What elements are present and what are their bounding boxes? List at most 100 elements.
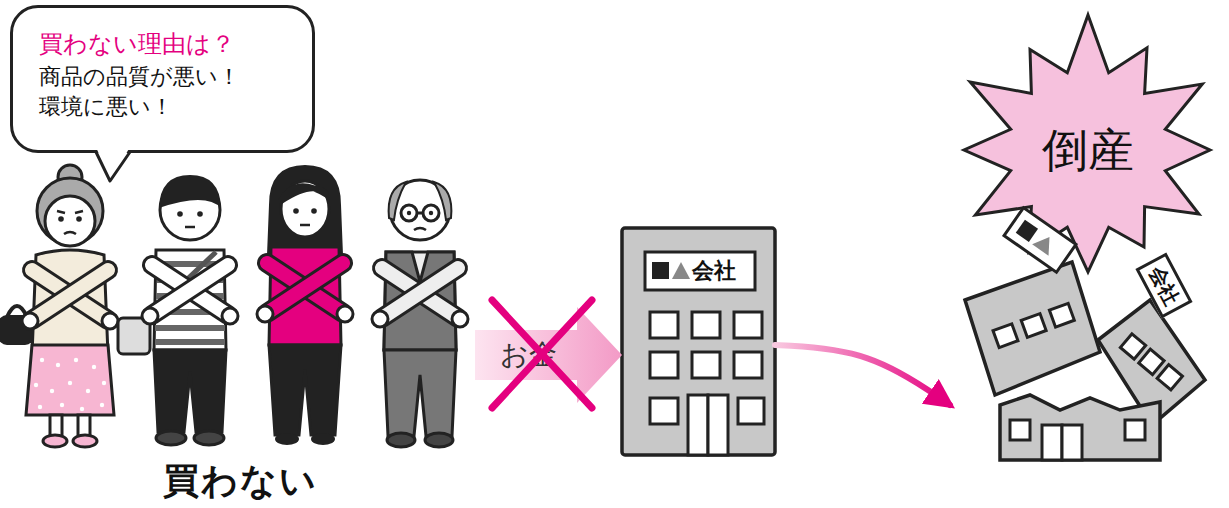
grandma-figure xyxy=(50,389,54,393)
old-man-figure xyxy=(414,228,426,230)
grandma-figure xyxy=(34,358,106,411)
old-man-figure xyxy=(425,433,453,447)
bankruptcy-drawing xyxy=(1021,314,1046,338)
cross-out-mark xyxy=(492,300,592,408)
old-man-figure xyxy=(387,433,415,447)
company-building-drawing xyxy=(738,398,764,424)
bankruptcy-drawing xyxy=(1120,334,1182,390)
old-man-figure xyxy=(429,211,433,215)
woman-figure xyxy=(281,181,329,237)
speech-bubble-tail xyxy=(96,147,130,181)
bankruptcy-drawing xyxy=(1032,231,1058,256)
bubble-body: 商品の品質が悪い！ 環境に悪い！ xyxy=(39,62,299,124)
company-sign: 会社 xyxy=(692,252,736,290)
grandma-figure xyxy=(32,250,108,355)
boy-figure xyxy=(222,308,238,324)
company-building-drawing xyxy=(652,262,669,279)
boy-figure xyxy=(185,226,195,229)
company-building-drawing xyxy=(734,352,762,378)
boy-figure xyxy=(152,265,228,315)
company-building-drawing xyxy=(688,395,708,455)
cross-out-mark xyxy=(492,300,592,408)
grandma-figure xyxy=(60,403,64,407)
company-building-drawing xyxy=(650,312,678,338)
old-man-figure xyxy=(382,268,458,318)
company-building-drawing xyxy=(622,228,775,455)
woman-figure xyxy=(300,224,310,227)
boy-figure xyxy=(177,211,183,217)
grandma-figure xyxy=(32,270,108,320)
speech-bubble-tail xyxy=(96,147,130,181)
bankruptcy-text: 倒産 xyxy=(1013,122,1163,178)
bankruptcy-drawing xyxy=(1062,425,1082,460)
old-man-figure xyxy=(372,311,388,327)
bankruptcy-drawing xyxy=(1120,334,1145,359)
bankruptcy-drawing xyxy=(1016,220,1038,242)
old-man-figure xyxy=(382,268,458,318)
grandma-figure xyxy=(102,313,118,329)
bankruptcy-drawing xyxy=(1004,208,1076,273)
woman-figure xyxy=(311,433,335,445)
company-building-drawing xyxy=(622,228,775,455)
broken-sign: 会社 xyxy=(1135,253,1192,319)
woman-figure xyxy=(257,306,273,322)
woman-figure xyxy=(267,263,343,313)
group-caption: 買わない xyxy=(5,459,475,503)
grandma-figure xyxy=(76,216,82,222)
bankruptcy-drawing xyxy=(1042,425,1062,460)
woman-figure xyxy=(269,345,341,435)
old-man-figure xyxy=(401,205,417,221)
boy-figure xyxy=(152,265,228,315)
company-building-drawing xyxy=(734,312,762,338)
bankruptcy-drawing xyxy=(993,303,1074,347)
bankruptcy-drawing xyxy=(1049,303,1074,327)
woman-figure xyxy=(267,165,343,255)
bankruptcy-burst: 倒産 xyxy=(950,0,1229,470)
bankruptcy-drawing xyxy=(1010,420,1145,460)
bankruptcy-drawing xyxy=(993,324,1018,348)
old-man-figure xyxy=(423,205,439,221)
grandma-figure xyxy=(102,381,106,385)
company-building-drawing xyxy=(650,398,678,424)
grandma-figure xyxy=(80,407,84,411)
woman-figure xyxy=(275,433,299,445)
grandma-figure xyxy=(45,196,95,246)
grandma-figure xyxy=(73,435,97,447)
grandma-figure xyxy=(86,389,90,393)
company-building-drawing xyxy=(650,352,678,378)
boy-figure xyxy=(155,339,225,345)
grandma-figure xyxy=(58,216,64,222)
company-building-drawing xyxy=(672,262,690,279)
bankruptcy-drawing xyxy=(1157,365,1182,390)
boy-figure xyxy=(159,175,221,208)
woman-figure xyxy=(337,306,353,322)
old-man-figure xyxy=(389,182,406,220)
old-man-figure xyxy=(384,350,456,436)
collapse-arrow xyxy=(775,345,950,405)
bankruptcy-drawing xyxy=(964,15,1210,272)
company-building-drawing xyxy=(650,312,764,455)
cross-out-mark xyxy=(492,300,592,408)
bankruptcy-drawing xyxy=(1010,420,1030,440)
speech-bubble: 買わない理由は？商品の品質が悪い！ 環境に悪い！ xyxy=(10,5,315,153)
grandma-figure xyxy=(26,345,114,415)
woman-figure xyxy=(311,208,317,214)
woman-figure xyxy=(281,186,327,201)
old-man-figure xyxy=(372,180,468,447)
bankruptcy-drawing xyxy=(965,262,1100,395)
bankruptcy-drawing xyxy=(1125,420,1145,440)
consumer-group: 買わない xyxy=(5,175,475,508)
boy-figure xyxy=(142,308,158,324)
grandma-figure xyxy=(0,165,118,447)
old-man-figure xyxy=(452,311,468,327)
boy-figure xyxy=(154,350,226,432)
grandma-figure xyxy=(38,405,42,409)
company-building: 会社 xyxy=(622,228,775,455)
grandma-figure xyxy=(32,270,108,320)
grandma-figure xyxy=(68,381,72,385)
boy-figure xyxy=(194,431,224,445)
boy-figure xyxy=(156,431,186,445)
bankruptcy-drawing xyxy=(964,15,1210,460)
boy-figure xyxy=(118,175,238,445)
